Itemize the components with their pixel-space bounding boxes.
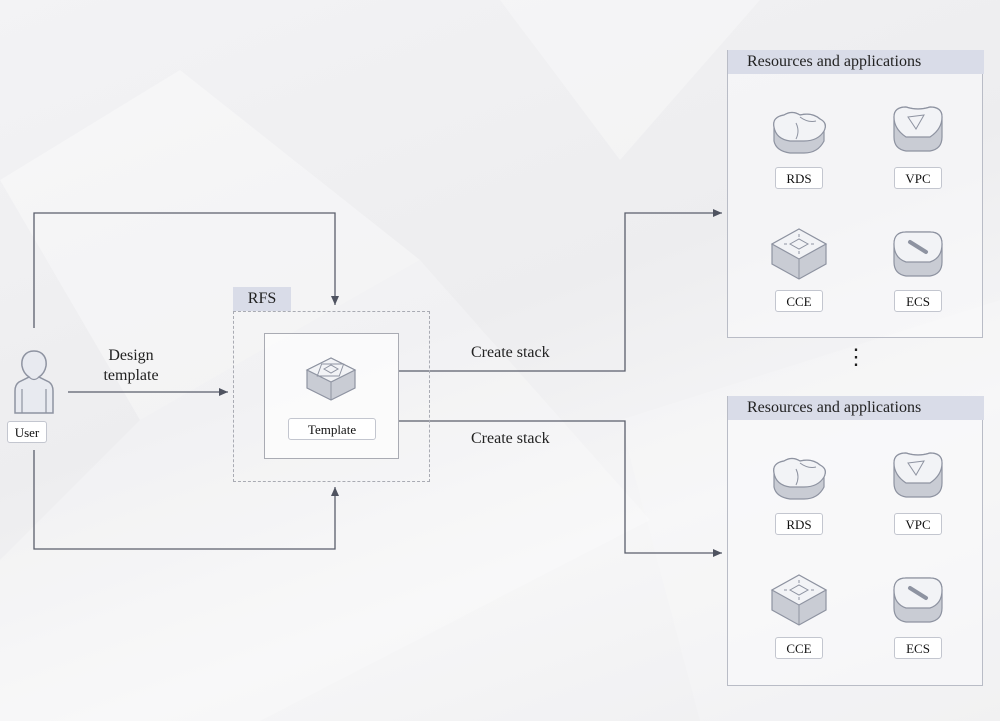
resources-panel-1: Resources and applications — [727, 50, 984, 338]
cce-label: CCE — [775, 290, 823, 312]
vpc-icon — [893, 106, 943, 152]
vpc-label: VPC — [894, 167, 942, 189]
user-to-rfs-bottom-connector — [33, 450, 339, 550]
ecs-label: ECS — [894, 290, 942, 312]
cce-icon — [770, 574, 828, 626]
create-stack-bottom-label: Create stack — [471, 430, 550, 447]
user-label: User — [7, 421, 47, 443]
vpc-icon — [893, 452, 943, 498]
rfs-panel — [233, 311, 430, 482]
cce-icon — [770, 228, 828, 280]
template-label: Template — [288, 418, 376, 440]
template-icon — [305, 357, 357, 401]
rfs-label: RFS — [233, 287, 291, 311]
cce-label: CCE — [775, 637, 823, 659]
ecs-label: ECS — [894, 637, 942, 659]
create-stack-bottom-arrow — [399, 420, 722, 557]
resources-panel-2: Resources and applications — [727, 396, 984, 686]
ecs-icon — [893, 577, 943, 623]
vpc-label: VPC — [894, 513, 942, 535]
create-stack-top-label: Create stack — [471, 344, 550, 361]
rds-icon — [773, 457, 826, 500]
create-stack-top-arrow — [399, 209, 722, 372]
ecs-icon — [893, 231, 943, 277]
design-template-label: Design template — [86, 346, 176, 386]
rds-label: RDS — [775, 513, 823, 535]
design-label-line2: template — [103, 367, 159, 384]
rds-label: RDS — [775, 167, 823, 189]
ellipsis: ⋮ — [845, 344, 867, 369]
resources-panel-2-title: Resources and applications — [728, 396, 984, 420]
user-to-rfs-top-connector — [33, 212, 339, 328]
resources-panel-1-title: Resources and applications — [728, 50, 984, 74]
design-label-line1: Design — [108, 347, 154, 364]
user-icon — [14, 350, 54, 414]
rds-icon — [773, 111, 826, 154]
